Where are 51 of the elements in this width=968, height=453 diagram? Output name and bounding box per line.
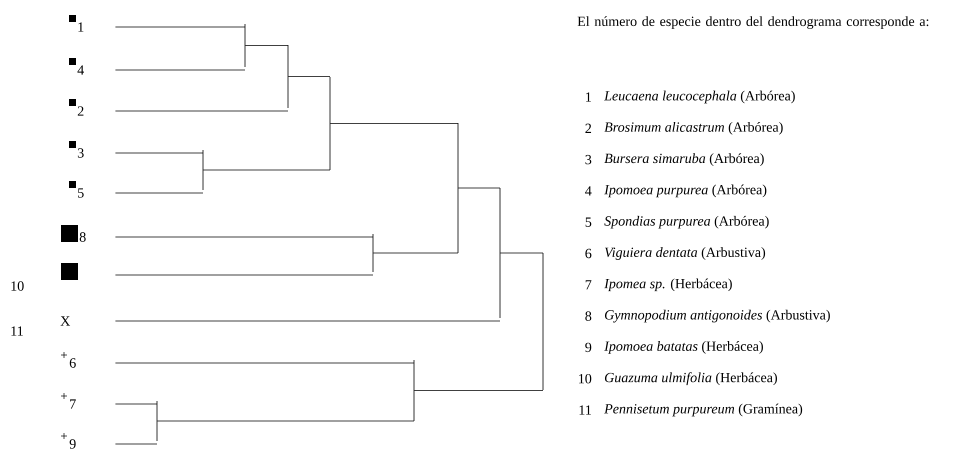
species-name: Guazuma ulmifolia (Herbácea) — [604, 372, 777, 386]
dendrogram-line — [115, 236, 374, 238]
species-name: Spondias purpurea (Arbórea) — [604, 216, 769, 229]
dendrogram-line — [115, 152, 204, 154]
species-name: Bursera simaruba (Arbórea) — [604, 153, 764, 166]
leaf-number: 11 — [11, 326, 23, 336]
species-name: Brosimum alicastrum (Arbórea) — [604, 122, 783, 135]
leaf-label: 6 — [60, 352, 76, 368]
species-name: Pennisetum purpureum (Gramínea) — [604, 404, 802, 416]
species-number: 4 — [585, 186, 592, 196]
leaf-label: 9 — [60, 432, 76, 449]
square-marker — [61, 263, 78, 280]
legend-heading: El número de especie dentro del dendrograma corresponde a: — [578, 16, 928, 29]
leaf-label: 7 — [60, 392, 76, 409]
dendrogram-line — [115, 26, 246, 28]
species-name: Ipomoea batatas (Herbácea) — [604, 341, 763, 354]
dendrogram-line — [115, 320, 500, 322]
leaf-label: 4 — [69, 58, 84, 75]
leaf-label: 5 — [69, 181, 84, 198]
dendrogram-line — [330, 123, 458, 124]
species-number: 10 — [579, 374, 592, 384]
species-number: 11 — [580, 405, 591, 415]
leaf-label: 2 — [69, 99, 84, 116]
species-number: 9 — [585, 342, 592, 352]
dendrogram-line — [157, 420, 414, 422]
dendrogram-line — [115, 362, 414, 364]
dendrogram-line — [115, 110, 288, 112]
species-name: Viguiera dentata (Arbustiva) — [604, 247, 766, 260]
leaf-label: 8 — [61, 225, 86, 242]
species-name: Ipomea sp. (Herbácea) — [604, 278, 732, 292]
species-number: 8 — [585, 311, 592, 321]
dendrogram-line — [414, 390, 544, 391]
dendrogram-line — [288, 76, 330, 77]
species-number: 2 — [585, 124, 592, 133]
leaf-label: 3 — [69, 141, 84, 158]
leaf-number: 10 — [11, 281, 24, 291]
species-number: 7 — [586, 280, 592, 290]
dendrogram-line — [500, 252, 544, 254]
leaf-label: 1 — [69, 15, 84, 32]
leaf-label: X — [60, 316, 70, 326]
species-number: 3 — [585, 154, 592, 164]
species-number: 1 — [586, 92, 591, 102]
dendrogram-line — [115, 274, 374, 276]
species-name: Gymnopodium antigonoides (Arbustiva) — [604, 310, 830, 322]
dendrogram-line — [115, 192, 204, 194]
species-number: 6 — [585, 248, 592, 258]
species-name: Leucaena leucocephala (Arbórea) — [604, 90, 795, 104]
species-name: Ipomoea purpurea (Arbórea) — [604, 184, 766, 198]
dendrogram-line — [373, 252, 458, 254]
dendrogram-line — [245, 45, 288, 46]
species-number: 5 — [586, 218, 592, 227]
